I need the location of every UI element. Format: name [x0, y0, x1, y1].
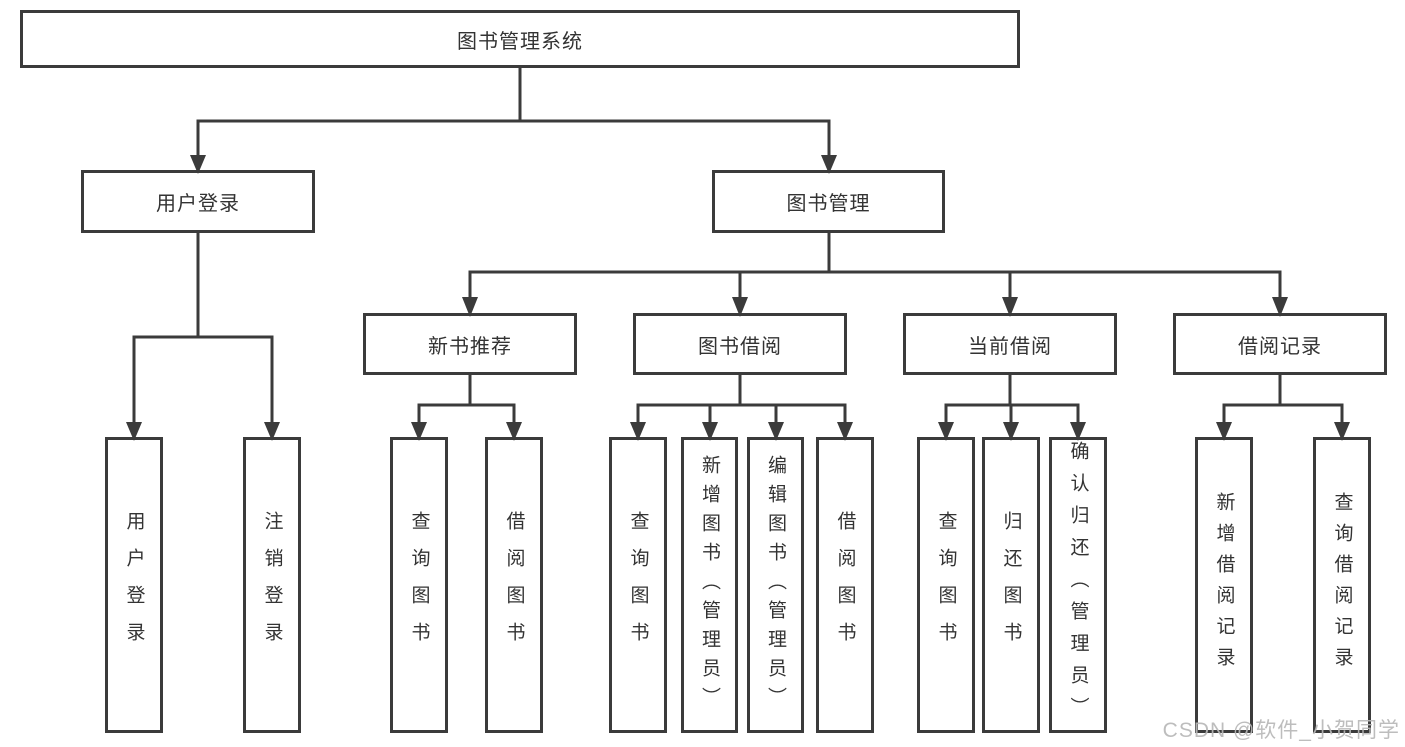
- leaf-add-borrow-record: 新增借阅记录: [1195, 437, 1253, 733]
- leaf-logout-login: 注销登录: [243, 437, 301, 733]
- node-book-borrow: 图书借阅: [633, 313, 847, 375]
- leaf-return-book: 归还图书: [982, 437, 1040, 733]
- node-user-login: 用户登录: [81, 170, 315, 233]
- node-new-book-recommend: 新书推荐: [363, 313, 577, 375]
- node-root: 图书管理系统: [20, 10, 1020, 68]
- leaf-query-book-recommend: 查询图书: [390, 437, 448, 733]
- leaf-add-book-admin: 新增图书（管理员）: [681, 437, 738, 733]
- node-book-management: 图书管理: [712, 170, 945, 233]
- leaf-query-book-borrow: 查询图书: [609, 437, 667, 733]
- leaf-query-borrow-record: 查询借阅记录: [1313, 437, 1371, 733]
- leaf-borrow-book-2: 借阅图书: [816, 437, 874, 733]
- leaf-borrow-book-recommend: 借阅图书: [485, 437, 543, 733]
- node-borrow-records: 借阅记录: [1173, 313, 1387, 375]
- leaf-edit-book-admin: 编辑图书（管理员）: [747, 437, 804, 733]
- leaf-confirm-return-admin: 确认归还（管理员）: [1049, 437, 1107, 733]
- csdn-watermark: CSDN @软件_小贺同学: [1162, 719, 1400, 742]
- leaf-user-login: 用户登录: [105, 437, 163, 733]
- leaf-query-book-current: 查询图书: [917, 437, 975, 733]
- node-current-borrow: 当前借阅: [903, 313, 1117, 375]
